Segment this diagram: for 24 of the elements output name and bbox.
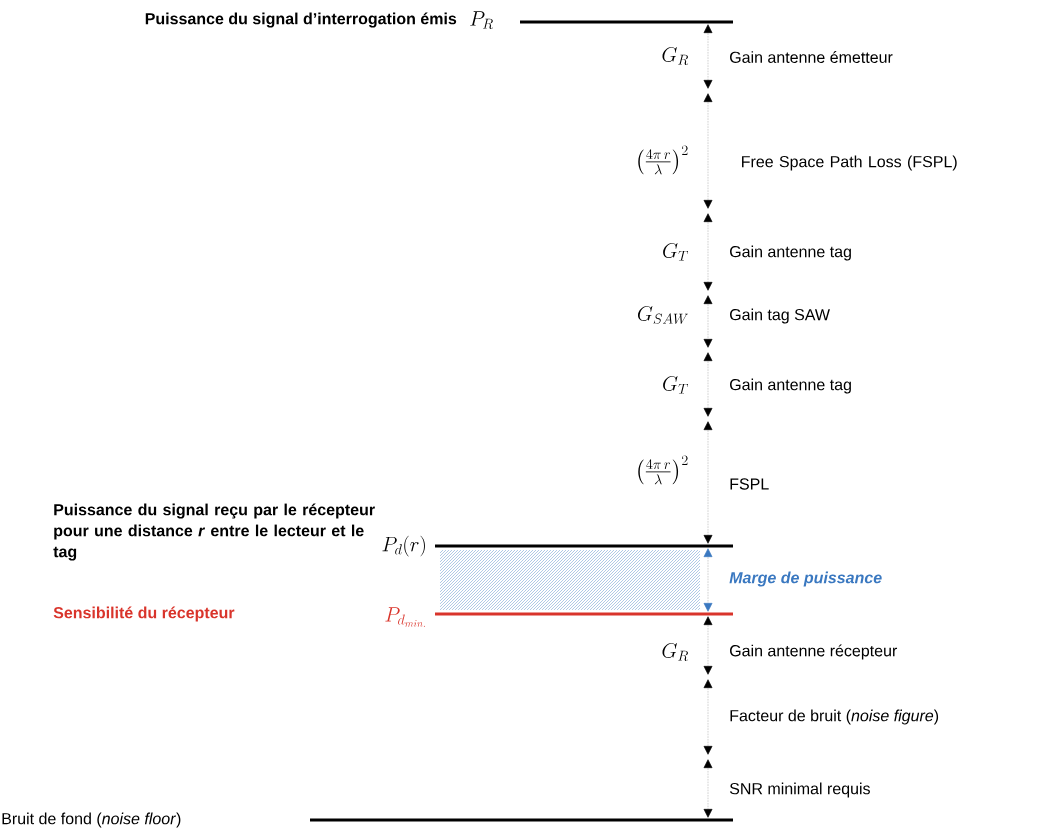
formula: $P_{d}(r)$ [382,535,425,557]
formula: $P_{R}$ [470,11,493,29]
level-label: Puissance du signal reçu par le récepteur pour une distance r entre le lecteur et le tag [53,503,375,561]
snr-label: SNR minimal requis [729,782,870,798]
noise-label: Facteur de bruit (noise figure) [730,709,939,725]
gain-label: Gain antenne émetteur [730,51,893,63]
formula: $\left(\frac{4\pi\, r}{\lambda}\right)^{2}$ [638,455,688,485]
gain-label: Gain antenne récepteur [730,644,898,660]
level-label: Puissance du signal d’interrogation émis [145,12,457,28]
gain-label: Gain tag SAW [730,308,830,324]
formula: $G_{R}$ [662,46,689,65]
margin-label: Marge de puissance [729,571,882,587]
gain-label: Gain antenne tag [730,245,851,261]
formula: $\left(\frac{4\pi\, r}{\lambda}\right)^{2}$ [638,145,688,175]
level-label: Sensibilité du récepteur [53,606,235,622]
formula: $P_{d_{min.}}$ [385,607,425,627]
formula: $G_{R}$ [662,642,689,661]
level-label: Bruit de fond (noise floor) [2,812,181,828]
formula: $G_{T}$ [663,242,689,261]
formula: $G_{SAW}$ [638,305,688,324]
loss-label: FSPL [730,478,769,490]
loss-label: Free Space Path Loss (FSPL) [742,155,957,171]
formula: $G_{T}$ [663,375,689,394]
gain-label: Gain antenne tag [730,378,851,394]
